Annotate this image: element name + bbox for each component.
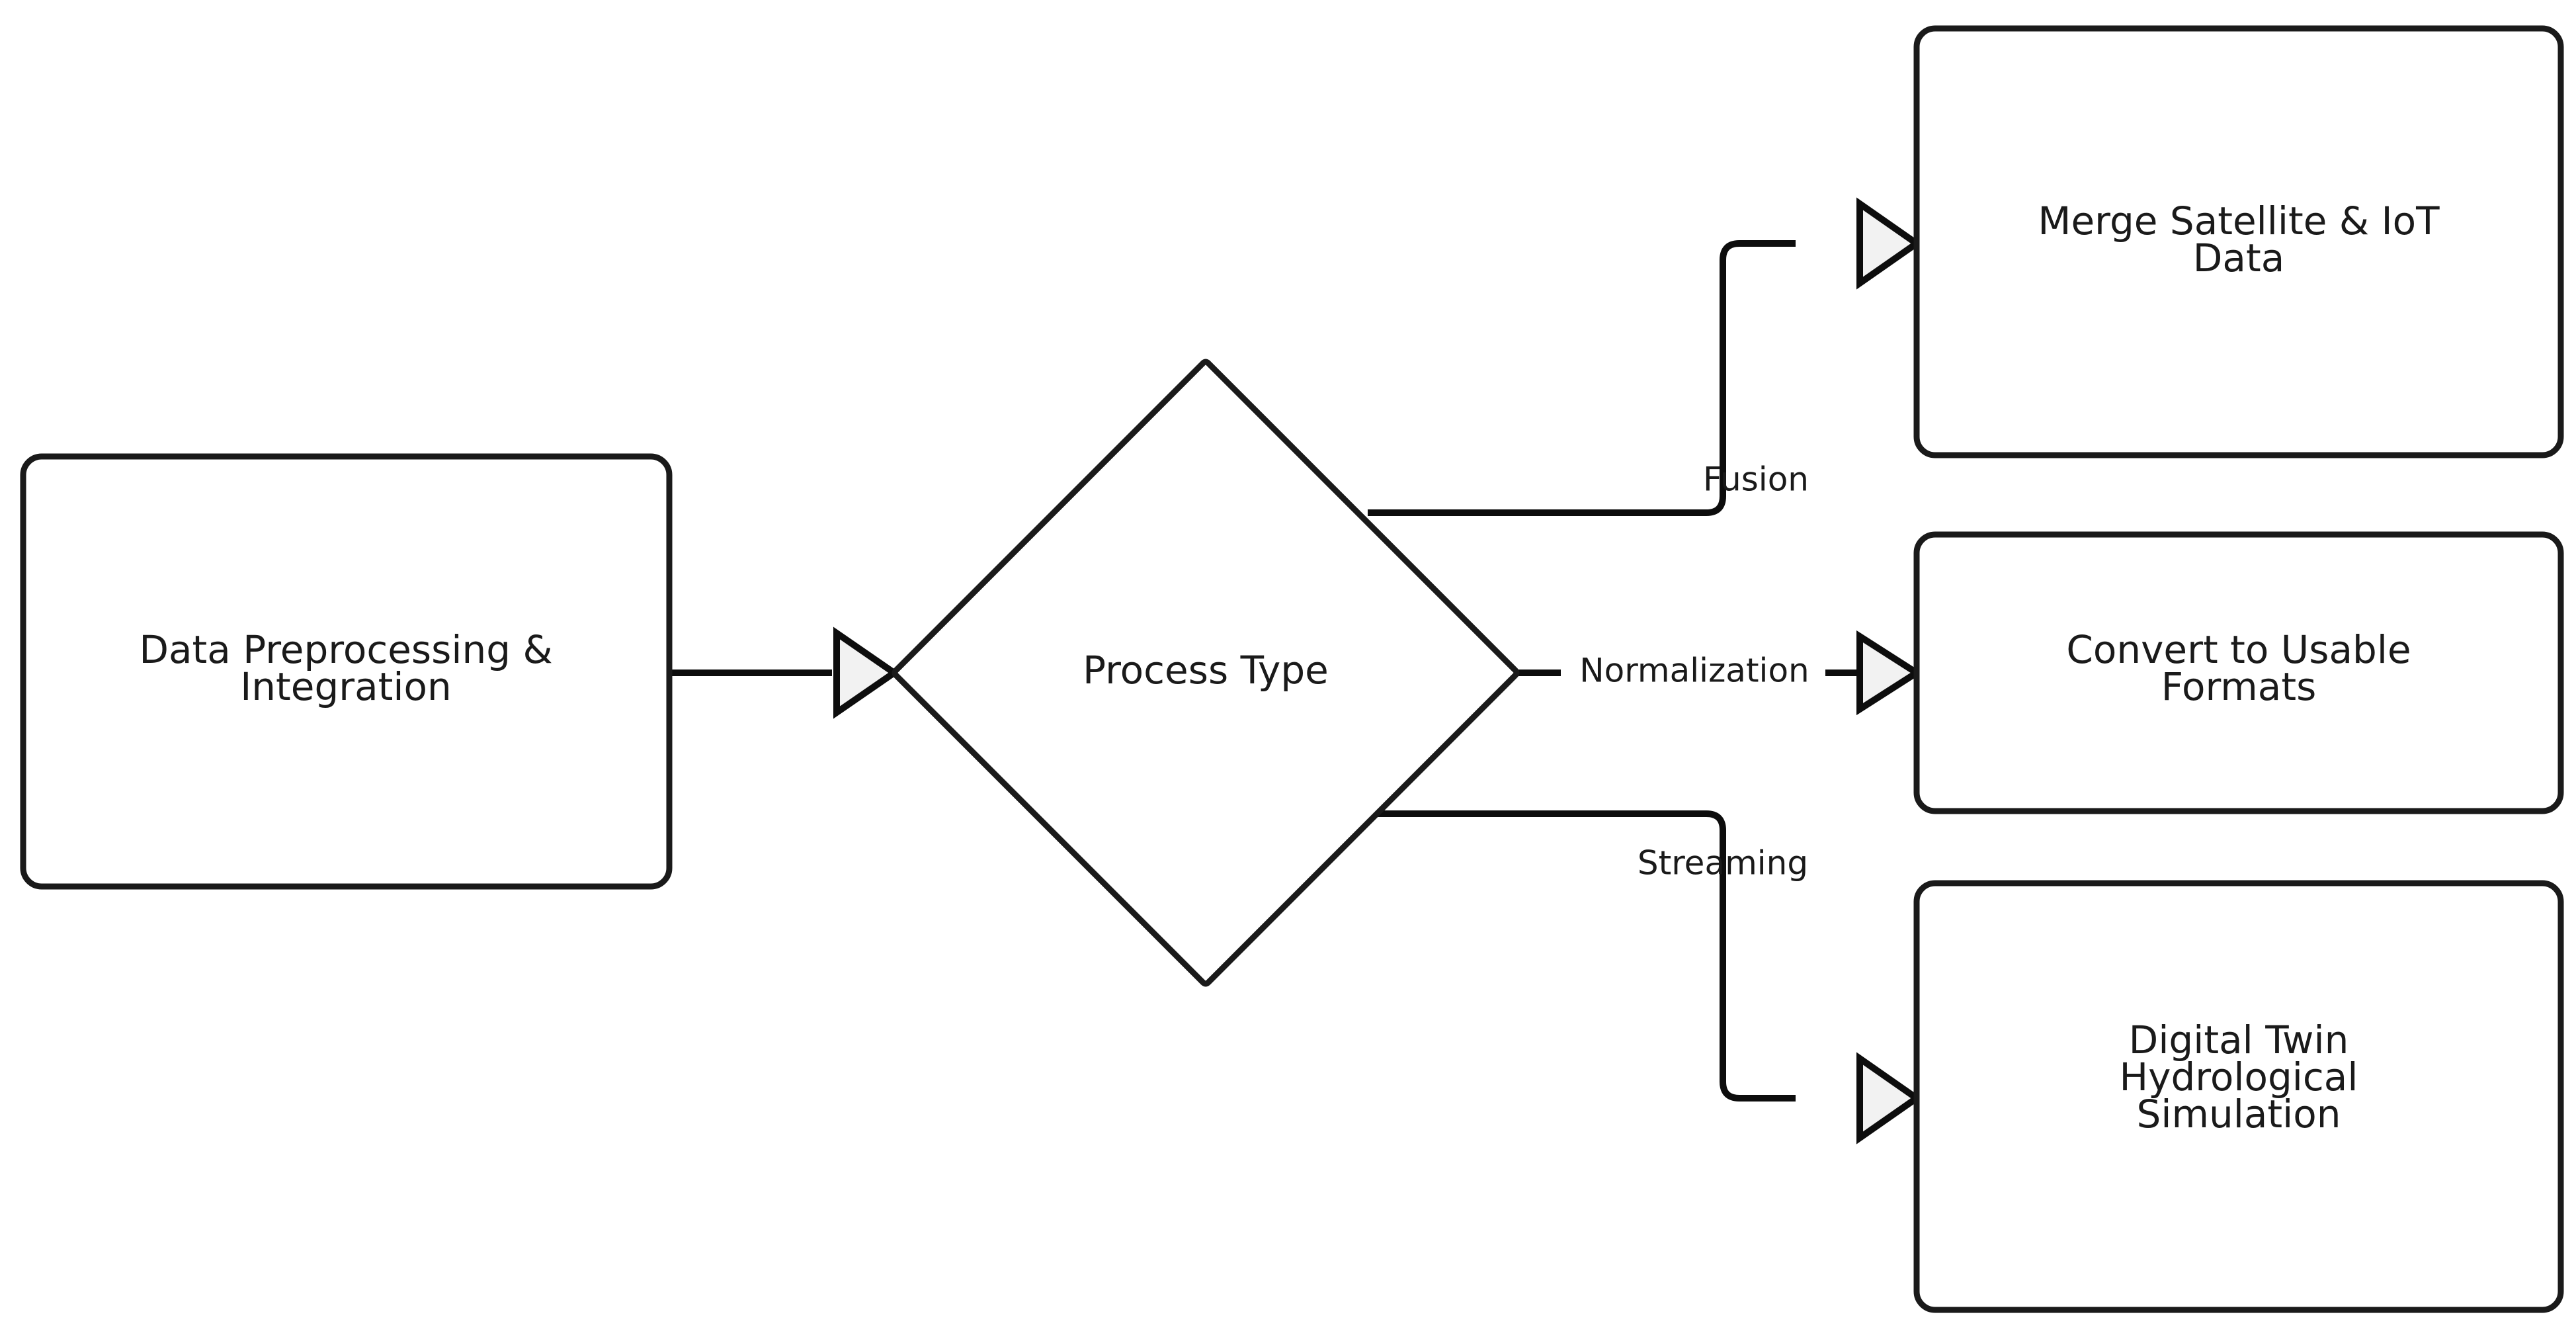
arrowhead-icon bbox=[833, 626, 900, 719]
edge-line bbox=[1368, 240, 1796, 516]
node-box[interactable] bbox=[1913, 531, 2564, 814]
edge-process-type-to-convert: Normalization bbox=[1518, 630, 1923, 716]
node-label-line-2: Formats bbox=[2161, 664, 2317, 709]
edge-process-type-to-merge: Fusion bbox=[1368, 197, 1923, 516]
edge-line bbox=[1368, 810, 1796, 1101]
node-label: Process Type bbox=[1083, 648, 1329, 693]
node-box[interactable] bbox=[1913, 880, 2564, 1313]
node-convert-to-usable-formats[interactable]: Convert to Usable Formats bbox=[1913, 531, 2564, 814]
edge-process-type-to-twin: Streaming bbox=[1368, 810, 1923, 1145]
node-label-line-2: Hydrological bbox=[2120, 1055, 2358, 1100]
node-label-line-1: Digital Twin bbox=[2129, 1017, 2349, 1062]
arrowhead-icon bbox=[1856, 1052, 1923, 1145]
node-label-line-2: Integration bbox=[240, 664, 452, 709]
node-box[interactable] bbox=[20, 453, 673, 890]
node-box[interactable] bbox=[1913, 25, 2564, 458]
node-process-type[interactable]: Process Type bbox=[892, 359, 1520, 987]
node-merge-satellite-iot-data[interactable]: Merge Satellite & IoT Data bbox=[1913, 25, 2564, 458]
node-label-line-1: Convert to Usable bbox=[2066, 627, 2411, 672]
arrowhead-icon bbox=[1856, 197, 1923, 290]
node-digital-twin-hydrological-simulation[interactable]: Digital Twin Hydrological Simulation bbox=[1913, 880, 2564, 1313]
node-label-line-1: Merge Satellite & IoT bbox=[2038, 198, 2440, 243]
node-label-line-3: Simulation bbox=[2137, 1092, 2341, 1137]
node-data-preprocessing-integration[interactable]: Data Preprocessing & Integration bbox=[20, 453, 673, 890]
arrowhead-icon bbox=[1856, 630, 1923, 716]
edge-label-normalization: Normalization bbox=[1579, 652, 1809, 690]
edge-label-fusion: Fusion bbox=[1703, 460, 1809, 499]
node-label-line-1: Data Preprocessing & bbox=[139, 627, 552, 672]
edge-label-streaming: Streaming bbox=[1638, 844, 1808, 883]
node-label-line-2: Data bbox=[2193, 236, 2285, 281]
edge-preprocess-to-process-type bbox=[669, 626, 900, 719]
node-diamond[interactable] bbox=[892, 359, 1520, 987]
